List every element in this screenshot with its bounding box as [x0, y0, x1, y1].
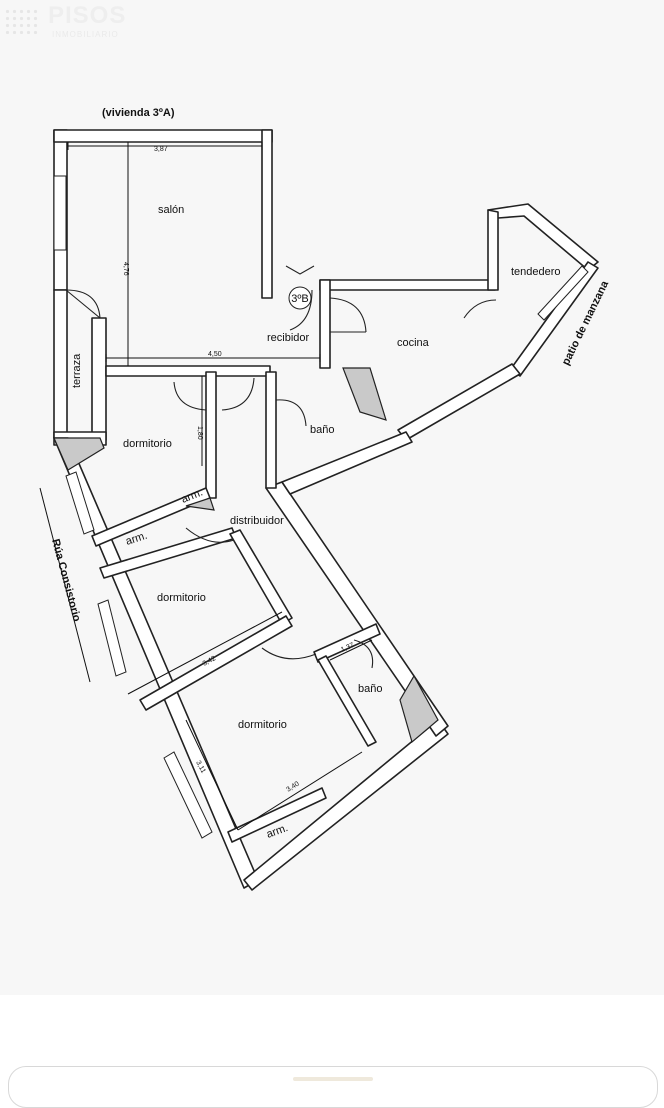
dim-label-bath2-width: 1,37: [340, 642, 355, 654]
bottom-sheet-card[interactable]: [8, 1066, 658, 1108]
wall-dorm2-right: [229, 529, 293, 625]
wall-bath2-left: [317, 655, 377, 747]
wall-dorm3-arm: [227, 787, 327, 843]
room-label-bano-1: baño: [310, 424, 334, 436]
window-salon: [53, 175, 67, 251]
floor-plan-drawing: (vivienda 3ºA) 3ºB salón recibidor cocin…: [39, 107, 612, 891]
hatch-terraza-corner: [53, 437, 105, 471]
plan-title: (vivienda 3ºA): [102, 107, 175, 119]
wall-bath1-bottom: [281, 431, 413, 495]
window-dorm1: [65, 471, 95, 535]
windows: [53, 175, 589, 839]
room-label-distribuidor: distribuidor: [230, 515, 284, 527]
dim-line-dorm3-depth: [185, 719, 239, 831]
walls: [53, 129, 599, 891]
wall-terraza-left: [53, 289, 68, 439]
watermark-dots-icon: [4, 8, 40, 34]
hatch-arm1: [185, 497, 215, 511]
room-label-bano-2: baño: [358, 683, 382, 695]
wall-salon-right: [261, 129, 273, 299]
door-hall: [221, 377, 255, 411]
wall-kitchen-top: [319, 279, 496, 291]
dim-line-dorm2-width: [127, 611, 283, 695]
wall-terraza-right: [91, 317, 107, 441]
bottom-sheet-handle[interactable]: [293, 1077, 373, 1081]
door-entry: [289, 289, 313, 331]
watermark-logo: PISOS INMOBILIARIO: [4, 2, 134, 40]
room-label-dormitorio-1: dormitorio: [123, 438, 172, 450]
room-label-salon: salón: [158, 204, 184, 216]
door-tendedero: [463, 299, 497, 319]
wall-kitchen-left: [319, 279, 331, 369]
door-dorm1: [173, 381, 207, 411]
room-label-recibidor: recibidor: [267, 332, 310, 344]
door-kitchen: [329, 297, 367, 333]
wall-tendedero-left: [487, 209, 499, 291]
wall-salon-top: [53, 129, 273, 143]
wall-bath2-top: [313, 623, 381, 663]
room-label-tendedero: tendedero: [511, 266, 561, 278]
door-terraza: [65, 289, 101, 319]
doors: [65, 289, 497, 669]
dim-label-salon-depth: 4,76: [122, 262, 129, 276]
wall-kitchen-exterior: [509, 261, 599, 377]
neighbor-unit-label: 3ºB: [291, 293, 308, 305]
room-label-terraza: terraza: [71, 353, 83, 388]
hatch-bath2-corner: [399, 674, 439, 744]
wall-kitchen-bottom: [397, 363, 521, 441]
room-label-dormitorio-2: dormitorio: [157, 592, 206, 604]
entry-marker: [285, 265, 315, 310]
wall-bath1-left: [265, 371, 277, 489]
hatch-bath1-corner: [342, 367, 387, 421]
dim-label-salon-width: 3,87: [154, 146, 168, 153]
hatched-areas: [53, 367, 439, 744]
floor-plan-area: PISOS INMOBILIARIO: [4, 2, 612, 891]
street-line: [39, 487, 91, 683]
room-label-dormitorio-3: dormitorio: [238, 719, 287, 731]
dim-line-bath2-width: [329, 639, 373, 661]
door-dorm2: [185, 527, 235, 543]
watermark-sub-text: INMOBILIARIO: [52, 30, 119, 39]
window-dorm2: [97, 599, 127, 677]
dim-label-salon-total: 4,50: [208, 351, 222, 358]
wall-dorm2-bottom: [139, 615, 293, 711]
street-label: Rúa Consistorio: [49, 538, 83, 623]
dim-label-hall-depth: 1,80: [196, 426, 203, 440]
door-dorm3: [261, 647, 317, 660]
entry-arrow-icon: [285, 265, 315, 275]
door-terraza-leaf: [65, 289, 101, 319]
wall-bottom-diagonal: [243, 719, 449, 891]
neighbor-unit-circle: [288, 286, 312, 310]
dimension-lines: [67, 142, 373, 831]
watermark-main-text: PISOS: [48, 2, 127, 29]
room-label-cocina: cocina: [397, 337, 430, 349]
door-bath2: [353, 639, 374, 669]
wall-tendedero-top: [487, 203, 599, 271]
wall-hall-left: [205, 371, 217, 499]
door-bath1: [275, 399, 307, 427]
dim-line-dorm3-width: [237, 751, 363, 831]
window-dorm3: [163, 751, 213, 839]
wall-salon-bottom: [105, 365, 271, 377]
window-tendedero: [537, 265, 589, 321]
